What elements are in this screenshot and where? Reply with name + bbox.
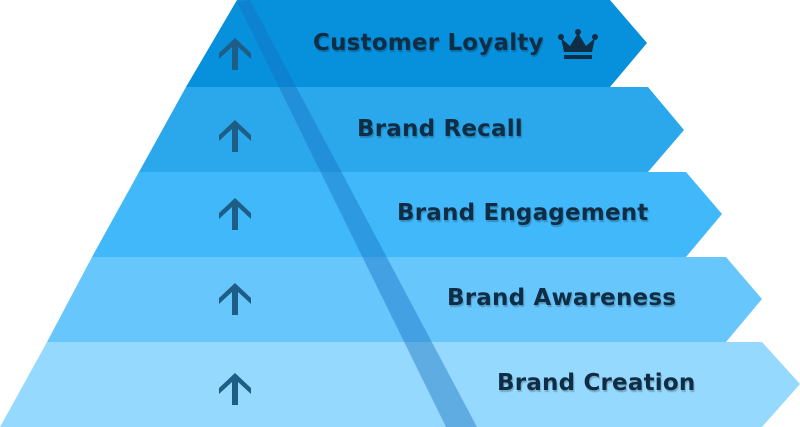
level-label-customer-loyalty: Customer Loyalty [313,30,544,56]
pyramid-level-3 [92,172,722,257]
arrow-up-icon [219,373,251,405]
level-label-brand-engagement: Brand Engagement [397,200,649,226]
arrow-up-icon [219,283,251,315]
arrow-up-icon [219,38,251,70]
pyramid-level-5 [0,342,800,427]
level-label-brand-creation: Brand Creation [497,370,696,396]
level-label-brand-awareness: Brand Awareness [447,285,677,311]
pyramid-level-1 [186,0,647,87]
level-label-brand-recall: Brand Recall [357,116,523,142]
diagonal-band [237,0,477,427]
pyramid-level-4 [47,257,762,342]
pyramid-level-2 [139,87,684,172]
crown-icon [558,29,598,59]
arrow-up-icon [219,120,251,152]
arrow-up-icon [219,198,251,230]
